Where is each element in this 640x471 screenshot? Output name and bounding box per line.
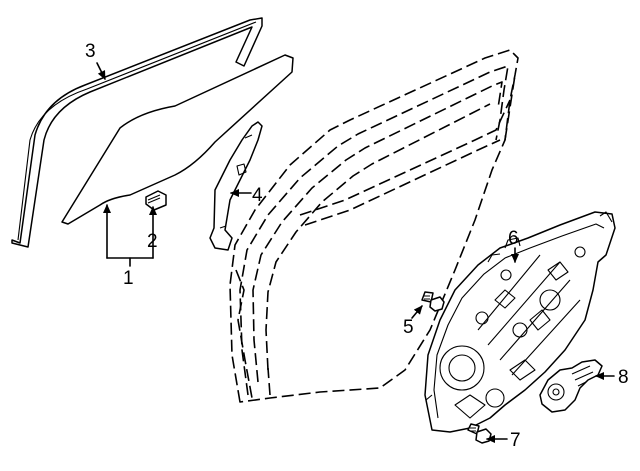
bolt-7	[467, 423, 492, 444]
door-shell	[229, 49, 519, 403]
callout-7: 7	[510, 430, 521, 451]
rear-channel	[209, 121, 263, 251]
glass-clip	[145, 190, 167, 211]
callout-8: 8	[618, 367, 629, 388]
callout-6: 6	[508, 228, 519, 249]
door-glass	[61, 54, 294, 225]
callout-2: 2	[147, 231, 158, 252]
callout-3: 3	[85, 41, 96, 62]
callout-1: 1	[123, 268, 134, 289]
callout-4: 4	[252, 185, 263, 206]
run-channel	[11, 17, 263, 248]
regulator-panel	[424, 211, 616, 433]
bolt-5	[421, 291, 445, 312]
callout-5: 5	[403, 317, 414, 338]
leader-lines	[96, 62, 615, 443]
